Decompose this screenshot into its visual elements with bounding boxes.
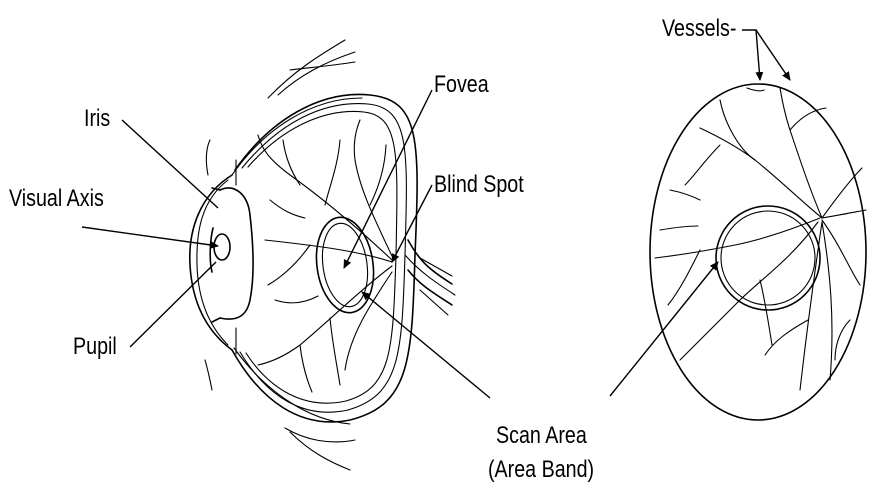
eye-blood-vessels [258,120,392,392]
iris-leader [122,120,218,208]
iris-lens [210,160,253,354]
visual-axis-label: Visual Axis [9,187,104,211]
area-band-label: (Area Band) [488,458,594,482]
eyeball-cross-section [232,94,417,424]
blind-spot-leader [392,185,432,262]
pupil-label: Pupil [73,335,117,359]
fundus-view [650,84,866,420]
fovea-leader [344,90,432,268]
vessels-label: Vessels- [662,17,736,41]
vessels-leader-2 [756,30,790,80]
scan-area-leader-left [362,292,490,398]
vessels-leader [742,30,760,80]
iris-label: Iris [84,107,110,131]
scan-area-leader-right [610,262,718,396]
blind-spot-label: Blind Spot [434,173,524,197]
scan-area-label: Scan Area [496,424,587,448]
visual-axis-leader [82,227,218,246]
fovea-label: Fovea [434,73,489,97]
